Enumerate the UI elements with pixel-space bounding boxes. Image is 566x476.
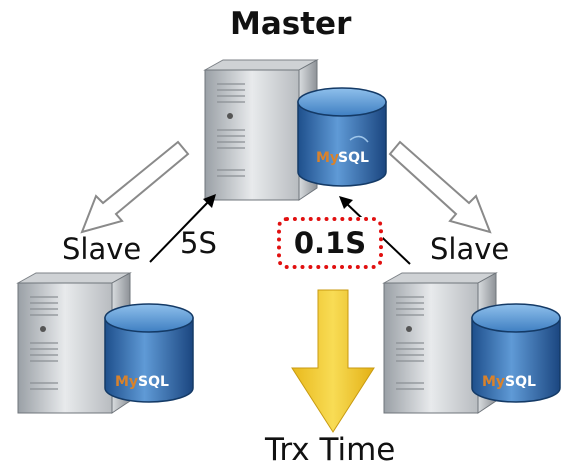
slave-right-mysql-database-icon: My SQL — [471, 303, 561, 403]
replication-arrow-left — [80, 140, 190, 234]
svg-text:SQL: SQL — [338, 150, 369, 166]
svg-text:My: My — [482, 374, 505, 390]
svg-text:SQL: SQL — [138, 374, 169, 390]
svg-text:My: My — [316, 150, 339, 166]
lag-highlight-box: 0.1S — [277, 217, 383, 269]
svg-text:SQL: SQL — [505, 374, 536, 390]
master-mysql-database-icon: My SQL — [297, 87, 387, 187]
slave-right-label: Slave — [430, 232, 510, 266]
lag-arrow-left — [149, 194, 216, 263]
lag-center-label: 0.1S — [293, 226, 367, 260]
replication-arrow-right — [388, 140, 492, 234]
trx-time-arrow — [291, 289, 375, 433]
master-title: Master — [230, 6, 352, 42]
lag-left-label: 5S — [180, 226, 217, 260]
slave-left-label: Slave — [62, 232, 142, 266]
svg-text:My: My — [115, 374, 138, 390]
trx-time-label: Trx Time — [265, 432, 396, 468]
slave-left-mysql-database-icon: My SQL — [104, 303, 194, 403]
